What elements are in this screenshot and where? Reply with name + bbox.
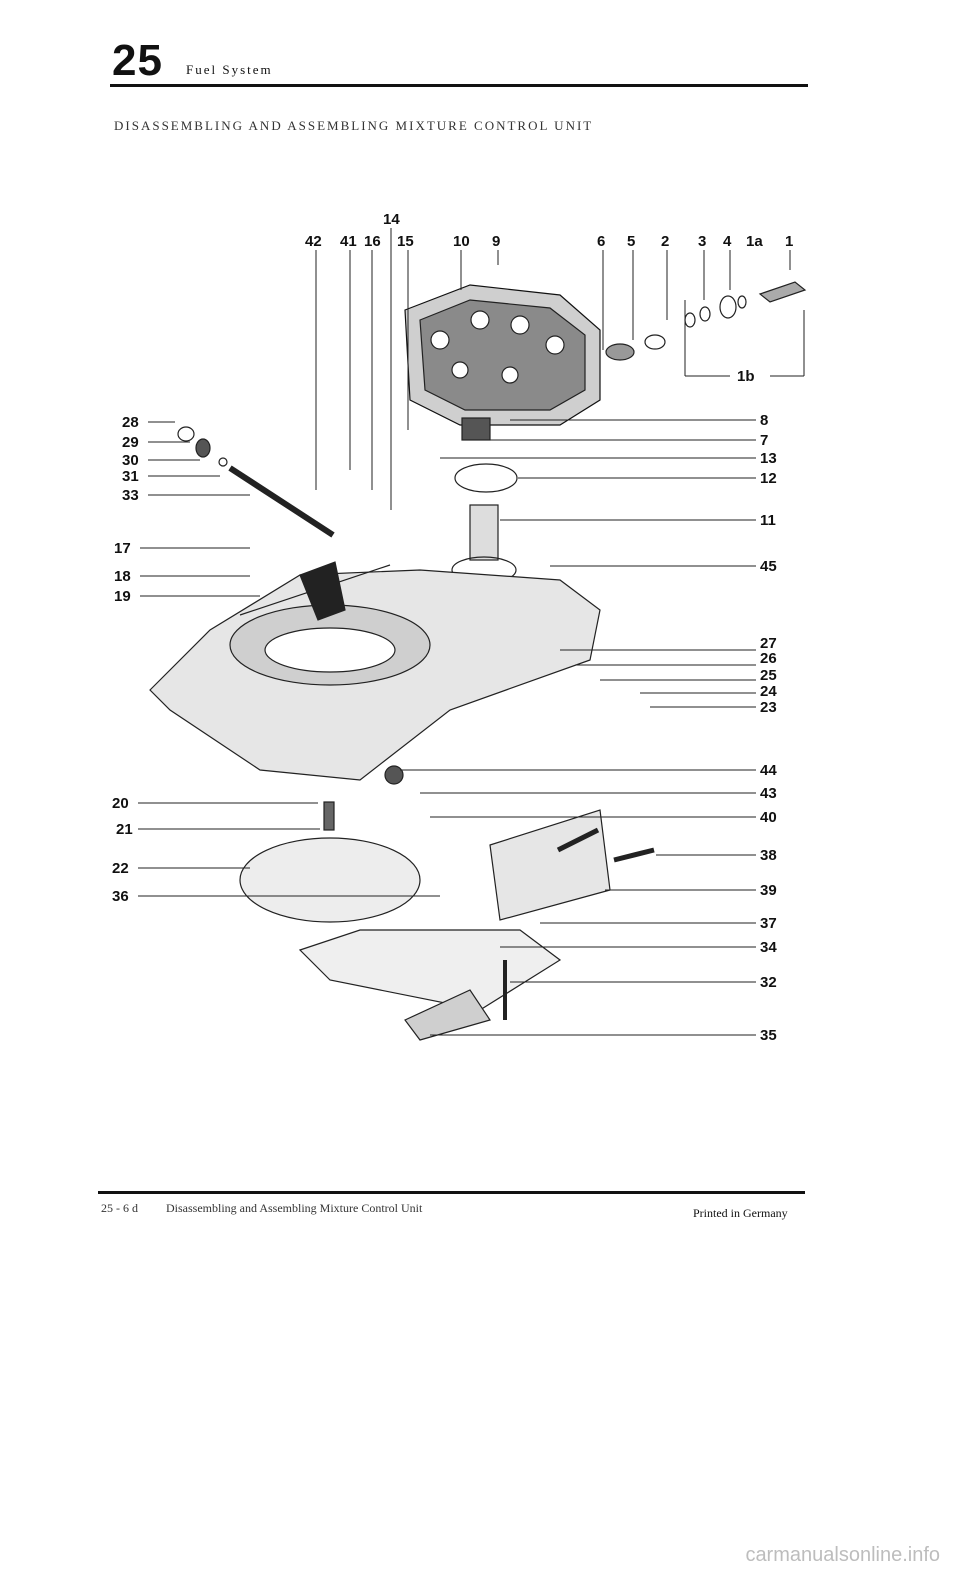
callout-42: 42 <box>305 233 322 250</box>
section-title: DISASSEMBLING AND ASSEMBLING MIXTURE CON… <box>114 118 594 133</box>
callout-13: 13 <box>760 450 777 467</box>
callout-34: 34 <box>760 939 777 956</box>
callout-labels: 14 42 41 16 15 10 9 6 5 2 3 4 1a 1 1b 8 … <box>112 211 793 1044</box>
callout-10: 10 <box>453 233 470 250</box>
footer-printed: Printed in Germany <box>693 1206 788 1220</box>
callout-8: 8 <box>760 412 768 429</box>
callout-6: 6 <box>597 233 605 250</box>
callout-44: 44 <box>760 762 777 779</box>
callout-leader-lines <box>138 228 805 1036</box>
callout-12: 12 <box>760 470 777 487</box>
callout-7: 7 <box>760 432 768 449</box>
callout-29: 29 <box>122 434 139 451</box>
callout-37: 37 <box>760 915 777 932</box>
callout-28: 28 <box>122 414 139 431</box>
callout-36: 36 <box>112 888 129 905</box>
callout-14: 14 <box>383 211 400 228</box>
callout-20: 20 <box>112 795 129 812</box>
diagram-artwork <box>149 281 807 1041</box>
callout-30: 30 <box>122 452 139 469</box>
exploded-parts-diagram: 14 42 41 16 15 10 9 6 5 2 3 4 1a 1 1b 8 … <box>112 211 807 1044</box>
callout-3: 3 <box>698 233 706 250</box>
footer-page-ref: 25 - 6 d <box>101 1201 138 1215</box>
callout-27: 27 <box>760 635 777 652</box>
callout-40: 40 <box>760 809 777 826</box>
callout-1a: 1a <box>746 233 763 250</box>
callout-1: 1 <box>785 233 793 250</box>
watermark: carmanualsonline.info <box>745 1544 940 1566</box>
callout-1b: 1b <box>737 368 755 385</box>
callout-18: 18 <box>114 568 131 585</box>
footer-page-title: Disassembling and Assembling Mixture Con… <box>166 1201 423 1215</box>
callout-4: 4 <box>723 233 732 250</box>
chapter-number: 25 <box>112 36 163 85</box>
callout-39: 39 <box>760 882 777 899</box>
footer-rule <box>98 1191 805 1194</box>
footer-page-info: 25 - 6 d Disassembling and Assembling Mi… <box>101 1201 422 1216</box>
callout-32: 32 <box>760 974 777 991</box>
callout-41: 41 <box>340 233 357 250</box>
callout-38: 38 <box>760 847 777 864</box>
callout-26: 26 <box>760 650 777 667</box>
callout-21: 21 <box>116 821 133 838</box>
callout-23: 23 <box>760 699 777 716</box>
callout-24: 24 <box>760 683 777 700</box>
callout-15: 15 <box>397 233 414 250</box>
header-rule <box>110 84 808 87</box>
callout-31: 31 <box>122 468 139 485</box>
callout-35: 35 <box>760 1027 777 1044</box>
callout-2: 2 <box>661 233 669 250</box>
callout-45: 45 <box>760 558 777 575</box>
callout-43: 43 <box>760 785 777 802</box>
callout-25: 25 <box>760 667 777 684</box>
callout-11: 11 <box>760 512 776 529</box>
callout-16: 16 <box>364 233 381 250</box>
callout-22: 22 <box>112 860 129 877</box>
callout-19: 19 <box>114 588 131 605</box>
callout-9: 9 <box>492 233 500 250</box>
callout-5: 5 <box>627 233 635 250</box>
callout-33: 33 <box>122 487 139 504</box>
chapter-title: Fuel System <box>186 62 273 77</box>
callout-17: 17 <box>114 540 131 557</box>
